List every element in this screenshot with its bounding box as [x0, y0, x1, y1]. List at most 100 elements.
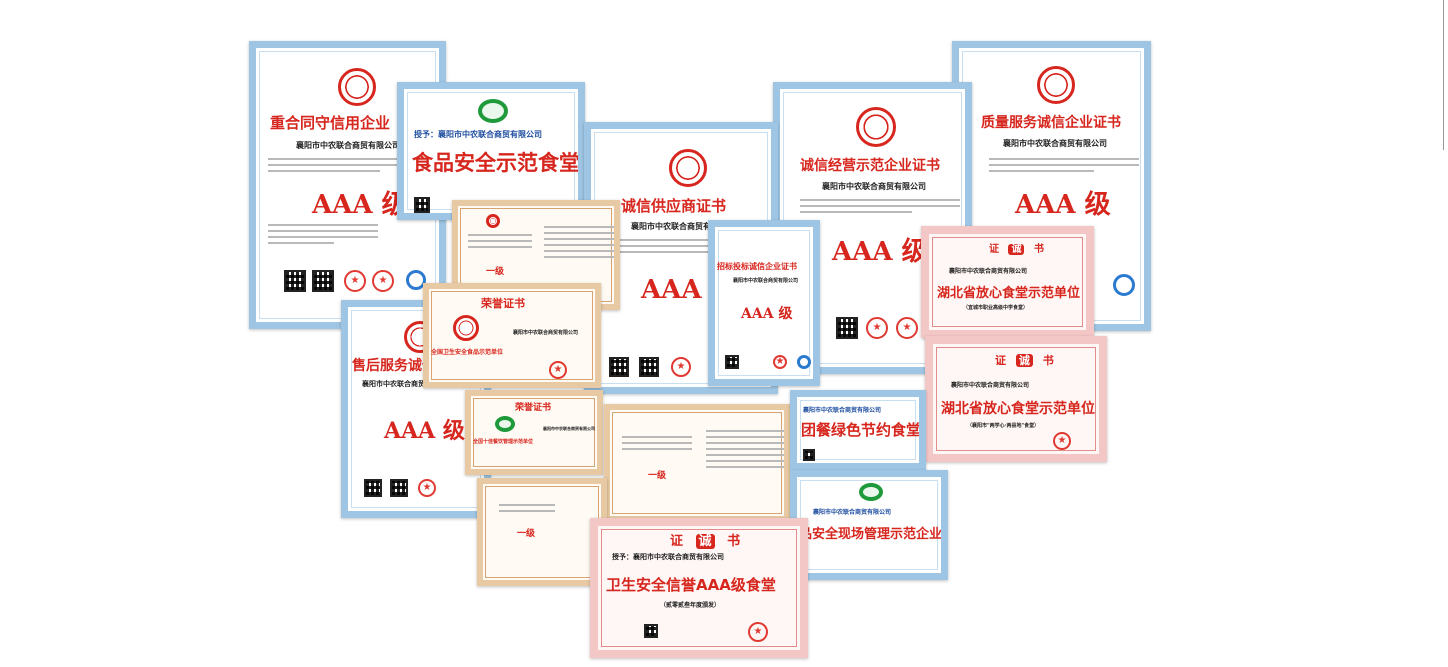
- zheng-shu-heading: 证 诚 书: [995, 352, 1054, 368]
- cert-company: 授予：襄阳市中农联合商贸有限公司: [612, 552, 724, 562]
- food-bowl-logo: [859, 483, 883, 501]
- qr-code: [639, 357, 659, 377]
- cert-grade-one-c: 一级: [477, 478, 607, 586]
- grade-one-label: 一级: [648, 471, 667, 481]
- qr-code: [609, 357, 629, 377]
- blue-logo: [797, 355, 811, 369]
- cert-company: 襄阳市中农联合商贸有限公司: [362, 380, 453, 388]
- red-stamp: [549, 361, 567, 379]
- cert-subtitle: （襄阳市"两学心·两县地"食堂）: [967, 423, 1040, 429]
- cert-title: 品安全现场管理示范企业: [799, 527, 943, 542]
- shu-char: 书: [1042, 354, 1054, 367]
- cert-title: 招标投标诚信企业证书: [717, 262, 797, 271]
- emblem-seal: [856, 107, 896, 147]
- cert-title: 荣誉证书: [481, 297, 525, 310]
- info-lines: [268, 224, 378, 248]
- red-stamp: [748, 622, 768, 642]
- cert-company: 授予：襄阳市中农联合商贸有限公司: [414, 129, 542, 140]
- emblem-seal: [669, 149, 707, 187]
- grade-label: AAA 级: [741, 306, 793, 322]
- qr-code: [312, 270, 334, 292]
- cert-food-site: 襄阳市中农联合商贸有限公司 品安全现场管理示范企业: [790, 470, 948, 580]
- cheng-badge: 诚: [1008, 244, 1025, 255]
- shu-char: 书: [1033, 244, 1044, 255]
- cert-company: 襄阳市中农联合商贸有限公司: [513, 330, 579, 336]
- zheng-char: 证: [989, 244, 999, 255]
- cert-company: 襄阳市中农联合商贸有限公司: [822, 182, 926, 191]
- zheng-shu-heading: 证 诚 书: [989, 240, 1044, 255]
- cert-title: 荣誉证书: [515, 403, 552, 413]
- company-name: 襄阳市中农联合商贸有限公司: [633, 553, 724, 561]
- cert-title: 湖北省放心食堂示范单位: [937, 286, 1081, 301]
- cert-company: 襄阳市中农联合商贸有限公司: [803, 407, 882, 414]
- qr-code: [644, 624, 658, 638]
- red-stamp: [344, 270, 366, 292]
- red-stamp: [896, 317, 918, 339]
- cert-hubei-demo-1: 证 诚 书 襄阳市中农联合商贸有限公司 湖北省放心食堂示范单位 （宜城市职业高级…: [921, 226, 1094, 338]
- body-text-lines: [622, 436, 692, 454]
- cert-hygiene: 证 诚 书 授予：襄阳市中农联合商贸有限公司 卫生安全信誉AAA级食堂 （贰零贰…: [590, 518, 808, 658]
- cheng-badge: 诚: [1015, 354, 1033, 367]
- body-text-lines: [989, 158, 1139, 176]
- red-stamp: [418, 479, 436, 497]
- cert-team-meal: 襄阳市中农联合商贸有限公司 团餐绿色节约食堂: [790, 390, 926, 470]
- qr-code: [803, 449, 815, 461]
- cheng-badge: 诚: [695, 534, 715, 549]
- qr-code: [390, 479, 408, 497]
- emblem-seal: [453, 315, 479, 341]
- cert-food-safety-demo: 授予：襄阳市中农联合商贸有限公司 食品安全示范食堂: [397, 82, 585, 220]
- grade-label: AAA 级: [312, 190, 408, 220]
- body-text-lines: [468, 234, 532, 252]
- green-emblem: [495, 416, 515, 432]
- cert-company: 襄阳市中农联合商贸有限公司: [543, 426, 595, 431]
- food-bowl-logo: [478, 99, 508, 123]
- qr-code: [836, 317, 858, 339]
- body-text-lines: [611, 239, 761, 257]
- zheng-shu-heading: 证 诚 书: [670, 530, 740, 549]
- grade-label: AAA 级: [384, 418, 465, 444]
- red-stamp: [671, 357, 691, 377]
- red-stamp: [866, 317, 888, 339]
- red-stamp: [773, 355, 787, 369]
- cert-title: 诚信供应商证书: [621, 197, 727, 215]
- cert-company: 襄阳市中农联合商贸有限公司: [1003, 139, 1107, 148]
- shu-char: 书: [727, 534, 741, 549]
- cert-title: 团餐绿色节约食堂: [801, 421, 922, 439]
- cert-rongyu: 荣誉证书 全国卫生安全食品示范单位 襄阳市中农联合商贸有限公司: [423, 283, 601, 388]
- cert-subtitle: 全国卫生安全食品示范单位: [431, 349, 504, 356]
- emblem-seal: [486, 214, 500, 228]
- blue-logo: [1113, 274, 1135, 296]
- grade-label: AAA 级: [832, 237, 928, 267]
- cert-title: 售后服务诚信: [352, 358, 436, 374]
- body-text-lines: [268, 158, 428, 176]
- cert-subtitle: 全国十佳餐饮管理示范单位: [473, 439, 534, 445]
- qr-code: [364, 479, 382, 497]
- cert-company: 襄阳市中农联合商贸有限公司: [631, 222, 735, 231]
- blue-logo: [406, 270, 426, 290]
- cert-title: 湖北省放心食堂示范单位: [941, 401, 1095, 417]
- body-text-lines: [800, 199, 960, 217]
- grant-prefix: 授予：: [414, 130, 438, 139]
- cert-bidding: 招标投标诚信企业证书 襄阳市中农联合商贸有限公司 AAA 级: [708, 220, 820, 386]
- cert-title: 食品安全示范食堂: [412, 151, 580, 175]
- emblem-seal: [338, 68, 376, 106]
- cert-company: 襄阳市中农联合商贸有限公司: [813, 509, 892, 516]
- grade-one-label: 一级: [517, 529, 536, 539]
- qr-code: [414, 197, 430, 213]
- cert-title: 诚信经营示范企业证书: [800, 158, 940, 174]
- qr-code: [725, 355, 739, 369]
- cert-company: 襄阳市中农联合商贸有限公司: [296, 141, 400, 150]
- grade-one-label: 一级: [486, 267, 505, 277]
- grant-prefix: 授予：: [612, 553, 633, 561]
- cert-title: 卫生安全信誉AAA级食堂: [606, 576, 776, 594]
- cert-subtitle: （贰零贰叁年度颁发）: [660, 602, 721, 609]
- body-text-lines: [499, 504, 555, 516]
- zheng-char: 证: [670, 534, 684, 549]
- red-stamp: [1053, 432, 1071, 450]
- cert-subtitle: （宜城市职业高级中学食堂）: [963, 305, 1029, 311]
- company-name: 襄阳市中农联合商贸有限公司: [438, 130, 542, 139]
- cert-company: 襄阳市中农联合商贸有限公司: [949, 268, 1028, 275]
- cert-title: 质量服务诚信企业证书: [981, 115, 1121, 131]
- scrollbar-edge: [1443, 0, 1448, 150]
- body-text-lines: [706, 430, 784, 472]
